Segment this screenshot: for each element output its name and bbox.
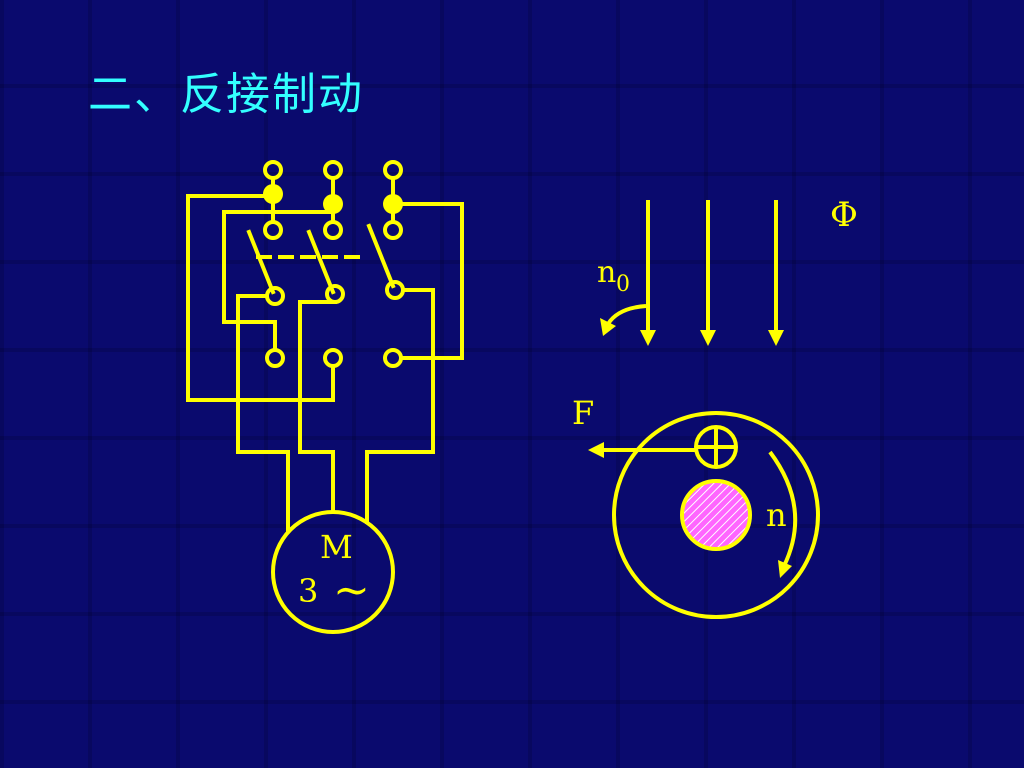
junction-dot	[263, 184, 283, 204]
rotor-hub	[680, 479, 752, 551]
force-label: F	[572, 394, 594, 432]
speed-label: n	[766, 496, 787, 534]
stator-circle	[612, 411, 820, 619]
switch-terminal	[265, 286, 285, 306]
switch-blade-1	[246, 229, 276, 295]
junction-dot	[323, 194, 343, 214]
lower-terminal	[265, 348, 285, 368]
n0-subscript: 0	[616, 272, 630, 297]
n0-label: n	[597, 255, 616, 290]
switch-blade-2	[306, 229, 336, 295]
junction-dots	[263, 184, 403, 214]
motor-symbol	[271, 510, 395, 634]
n0-rotation-arrow	[606, 304, 647, 326]
switch-blade-3	[366, 223, 396, 289]
motor-letter: M	[320, 528, 353, 566]
switch-terminal	[325, 284, 345, 304]
contact-terminal	[263, 220, 283, 240]
motor-ac-symbol: ~	[333, 565, 370, 616]
arrow-head	[768, 330, 784, 346]
arrow-head	[778, 560, 792, 578]
field-lines	[640, 200, 784, 346]
supply-terminal-l2	[323, 160, 343, 180]
lower-terminal	[323, 348, 343, 368]
contact-terminal	[383, 220, 403, 240]
arrow-head	[700, 330, 716, 346]
arrow-head	[600, 318, 616, 336]
arrow-head	[588, 442, 604, 458]
supply-terminal-l1	[263, 160, 283, 180]
junction-dot	[383, 194, 403, 214]
flux-label: Φ	[830, 195, 858, 235]
arrow-head	[640, 330, 656, 346]
lower-terminal	[383, 348, 403, 368]
page-title: 二、反接制动	[88, 69, 364, 120]
n-rotation-arrow	[768, 450, 798, 567]
control-circuit	[186, 160, 464, 634]
motor-phase: 3	[298, 572, 318, 610]
switch-terminal	[385, 280, 405, 300]
contact-terminal	[323, 220, 343, 240]
supply-terminal-l3	[383, 160, 403, 180]
